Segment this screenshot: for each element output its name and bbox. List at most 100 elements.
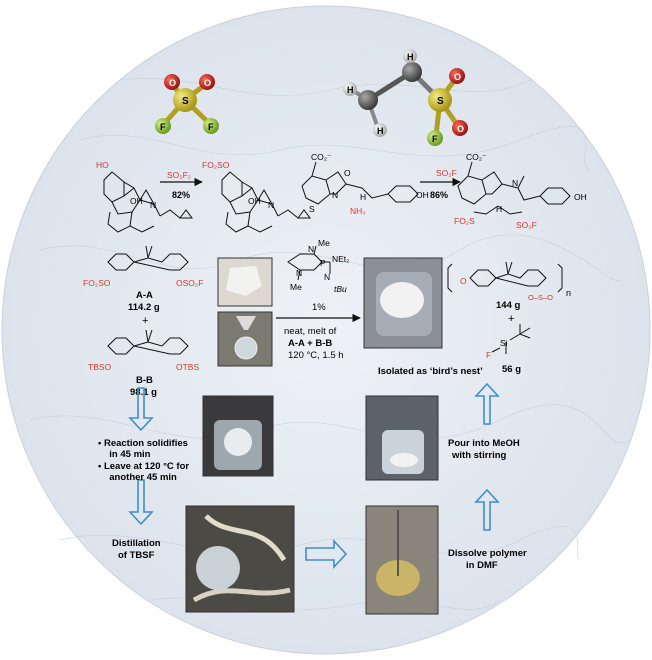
- reaction2-co2: CO₂⁻: [311, 152, 332, 162]
- catalyst-p: P: [320, 258, 326, 268]
- tbsf-f: F: [486, 350, 491, 360]
- distill-line1: Distillation: [112, 538, 161, 549]
- monomer-bb-structure: [107, 329, 189, 355]
- up-arrow-1: [474, 488, 500, 531]
- reaction1-scheme: [103, 171, 311, 233]
- hydrogen-atom: [343, 82, 357, 96]
- conditions-aa: A-A: [288, 338, 305, 349]
- atom-label-f: F: [208, 122, 214, 132]
- catalyst-structure: [287, 245, 331, 281]
- reaction2-h: H: [360, 192, 366, 202]
- right-arrow: [305, 538, 348, 570]
- pour-line2: with stirring: [451, 450, 507, 461]
- note1-line1: • Reaction solidifies: [98, 438, 188, 449]
- conditions-plus: +: [305, 338, 316, 349]
- atom-label-h: H: [377, 126, 384, 136]
- monomer-plus: +: [142, 315, 148, 327]
- atom-label-h: H: [347, 85, 354, 95]
- sulfur-atom: [173, 88, 197, 112]
- polymer-n: n: [566, 288, 571, 298]
- photo-reaction-flask: [217, 311, 273, 367]
- photo-solidified-mixture: [202, 395, 274, 477]
- reaction1-sm-n: N: [150, 200, 156, 210]
- polymer-o: O: [460, 276, 467, 286]
- reaction2-o: O: [344, 168, 351, 178]
- catalyst-n3: N: [296, 268, 302, 278]
- up-arrow-2: [474, 382, 500, 425]
- fluorine-atom: [427, 130, 443, 146]
- esf-molecule-model: H H H S O O F: [343, 49, 468, 146]
- conditions-line2: A-A + B-B: [288, 338, 332, 349]
- conditions-bb: B-B: [315, 338, 332, 349]
- catalyst-tbu: tBu: [334, 284, 347, 294]
- atom-label-f: F: [432, 134, 438, 144]
- photo-birds-nest-product: [363, 257, 443, 349]
- flow-arrows: [128, 382, 500, 570]
- reaction2-pr-co2: CO₂⁻: [466, 152, 487, 162]
- photo-distillation-setup: [185, 505, 295, 613]
- distill-line2: of TBSF: [118, 550, 155, 561]
- down-arrow-2: [128, 479, 154, 526]
- reaction1-product: [221, 171, 299, 233]
- reaction2-scheme: [301, 161, 571, 215]
- product-caption: Isolated as ‘bird’s nest’: [378, 366, 483, 377]
- note2-line1: • Leave at 120 °C for: [98, 461, 189, 472]
- dissolve-line2: in DMF: [466, 560, 498, 571]
- reaction2-pr-h: H: [496, 204, 502, 214]
- reaction1-starting-material: [103, 171, 181, 233]
- sulfur-atom: [428, 88, 452, 112]
- reaction1-pr-group: FO₂SO: [202, 160, 230, 170]
- atom-label-o: O: [454, 72, 461, 82]
- reaction2-starting-material: [301, 161, 419, 205]
- reaction1-sm-oh: OH: [130, 196, 143, 206]
- polymer-mass: 144 g: [496, 300, 520, 311]
- reaction2-yield: 86%: [430, 190, 448, 200]
- reaction2-pr-n: N: [512, 178, 518, 188]
- tbsf-mass: 56 g: [502, 364, 521, 375]
- reaction2-product: [457, 161, 571, 215]
- atom-label-o: O: [169, 78, 176, 88]
- reaction1-yield: 82%: [172, 190, 190, 200]
- conditions-line3: 120 °C, 1.5 h: [288, 350, 344, 361]
- atom-label-h: H: [407, 52, 414, 62]
- note1-line2: in 45 min: [104, 449, 151, 460]
- catalyst-net2: NEt₂: [332, 254, 349, 264]
- reaction2-pr-oh: OH: [574, 192, 587, 202]
- catalyst-loading: 1%: [312, 302, 326, 313]
- hydrogen-atom: [373, 123, 387, 137]
- monomer-bb-name: B-B: [136, 375, 153, 386]
- oxygen-atom: [449, 68, 465, 84]
- pour-line1: Pour into MeOH: [448, 438, 520, 449]
- atom-label-s: S: [437, 96, 444, 107]
- product-plus: +: [508, 313, 514, 325]
- so2f2-molecule-model: S O O F F: [155, 74, 219, 134]
- monomer-aa-left: FO₂SO: [83, 278, 111, 288]
- fluorine-atom: [203, 118, 219, 134]
- carbon-atom: [402, 62, 422, 82]
- note2-line2: another 45 min: [104, 472, 177, 483]
- photo-monomer-aa-powder: [217, 257, 273, 307]
- atom-label-o: O: [204, 78, 211, 88]
- reaction1-sm-ho: HO: [96, 160, 109, 170]
- conditions-line1: neat, melt of: [284, 326, 337, 337]
- reaction1-pr-n: N: [268, 200, 274, 210]
- reaction2-reagent: SO₂F: [436, 168, 457, 178]
- reaction2-nh3: NH₃: [350, 206, 366, 216]
- polymer-structure: [447, 261, 563, 293]
- atom-label-s: S: [182, 96, 189, 107]
- hydrogen-atom: [403, 49, 417, 63]
- tbsf-structure: [491, 324, 531, 354]
- polymer-group: O–S–O: [528, 293, 553, 302]
- photo-dmf-solution: [365, 505, 439, 615]
- monomer-aa-structure: [107, 245, 189, 271]
- monomer-aa-right: OSO₂F: [176, 278, 203, 288]
- oxygen-atom: [199, 74, 215, 90]
- tbsf-si: Si: [500, 338, 508, 348]
- reaction2-n: N: [332, 190, 338, 200]
- carbon-atom: [358, 90, 378, 110]
- reaction1-pr-oh: OH: [248, 196, 261, 206]
- oxygen-atom: [452, 120, 468, 136]
- catalyst-me2: Me: [290, 282, 302, 292]
- monomer-aa-mass: 114.2 g: [128, 302, 160, 313]
